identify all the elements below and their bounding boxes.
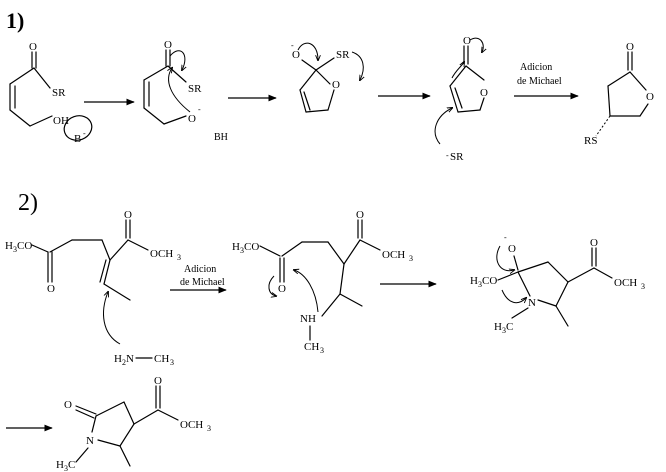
svg-text:O: O [508, 243, 516, 255]
svg-text:O: O [188, 113, 196, 125]
svg-text:O: O [29, 41, 37, 53]
svg-text:BH: BH [214, 132, 228, 143]
svg-text:-: - [446, 151, 449, 160]
svg-text:3: 3 [64, 464, 68, 472]
svg-text:O: O [356, 209, 364, 221]
svg-text:OCH: OCH [382, 249, 405, 261]
svg-text:RS: RS [584, 135, 597, 147]
svg-text:B: B [74, 133, 81, 145]
molecule-1c: O - SR O [291, 41, 363, 113]
michael-label-top-2: Adicion [184, 264, 216, 275]
molecule-1b: O SR O - BH [143, 39, 228, 143]
michael-label-bottom-2: de Michael [180, 277, 225, 288]
svg-text:O: O [164, 39, 172, 51]
svg-text:SR: SR [336, 49, 350, 61]
svg-text:O: O [463, 35, 471, 47]
svg-text:N: N [86, 435, 94, 447]
svg-text:3: 3 [478, 280, 482, 289]
step-1-label: 1) [6, 8, 24, 33]
svg-text:OCH: OCH [614, 277, 637, 289]
svg-text:-: - [198, 105, 201, 114]
svg-text:O: O [47, 283, 55, 295]
svg-text:-: - [291, 41, 294, 50]
svg-text:O: O [480, 87, 488, 99]
michael-label-top-1: Adicion [520, 62, 552, 73]
svg-text:-: - [83, 129, 86, 138]
step-2-label: 2) [18, 190, 38, 216]
svg-text:3: 3 [320, 346, 324, 355]
svg-text:SR: SR [52, 87, 66, 99]
molecule-2b: H 3 CO O O OCH 3 NH CH 3 [232, 209, 413, 355]
svg-text:O: O [154, 375, 162, 387]
svg-text:H: H [114, 353, 122, 365]
svg-text:O: O [332, 79, 340, 91]
svg-text:CO: CO [244, 241, 259, 253]
svg-text:C: C [68, 459, 75, 471]
molecule-2a: H 3 CO O O OCH 3 H 2 N CH 3 [5, 209, 181, 367]
svg-text:3: 3 [641, 282, 645, 291]
svg-text:3: 3 [409, 254, 413, 263]
molecule-1d: O O - SR [434, 35, 488, 163]
svg-text:H: H [5, 240, 13, 252]
molecule-2c: O - H 3 CO N H 3 C O OCH 3 [470, 233, 645, 335]
svg-text:CH: CH [304, 341, 319, 353]
svg-text:O: O [292, 49, 300, 61]
svg-text:3: 3 [502, 326, 506, 335]
svg-text:O: O [590, 237, 598, 249]
svg-text:H: H [470, 275, 478, 287]
svg-text:3: 3 [177, 253, 181, 262]
svg-text:H: H [56, 459, 64, 471]
svg-text:OCH: OCH [180, 419, 203, 431]
svg-text:SR: SR [188, 83, 202, 95]
svg-text:3: 3 [170, 358, 174, 367]
svg-text:O: O [64, 399, 72, 411]
svg-text:O: O [124, 209, 132, 221]
svg-text:N: N [126, 353, 134, 365]
svg-text:O: O [646, 91, 654, 103]
svg-text:OCH: OCH [150, 248, 173, 260]
svg-text:N: N [528, 297, 536, 309]
michael-label-bottom-1: de Michael [517, 76, 562, 87]
svg-text:CO: CO [482, 275, 497, 287]
molecule-1a: O SR OH B - [9, 41, 93, 145]
molecule-1e: O O RS [584, 41, 654, 147]
svg-text:-: - [504, 233, 507, 242]
svg-text:NH: NH [300, 313, 316, 325]
svg-text:CH: CH [154, 353, 169, 365]
svg-text:H: H [232, 241, 240, 253]
svg-text:C: C [506, 321, 513, 333]
svg-text:H: H [494, 321, 502, 333]
svg-text:OH: OH [53, 115, 69, 127]
svg-text:SR: SR [450, 151, 464, 163]
svg-text:3: 3 [240, 246, 244, 255]
svg-text:CO: CO [17, 240, 32, 252]
molecule-2d: O N H 3 C O OCH 3 [56, 375, 211, 472]
svg-text:O: O [626, 41, 634, 53]
svg-text:O: O [278, 283, 286, 295]
svg-text:3: 3 [13, 245, 17, 254]
svg-text:2: 2 [122, 358, 126, 367]
svg-text:3: 3 [207, 424, 211, 433]
